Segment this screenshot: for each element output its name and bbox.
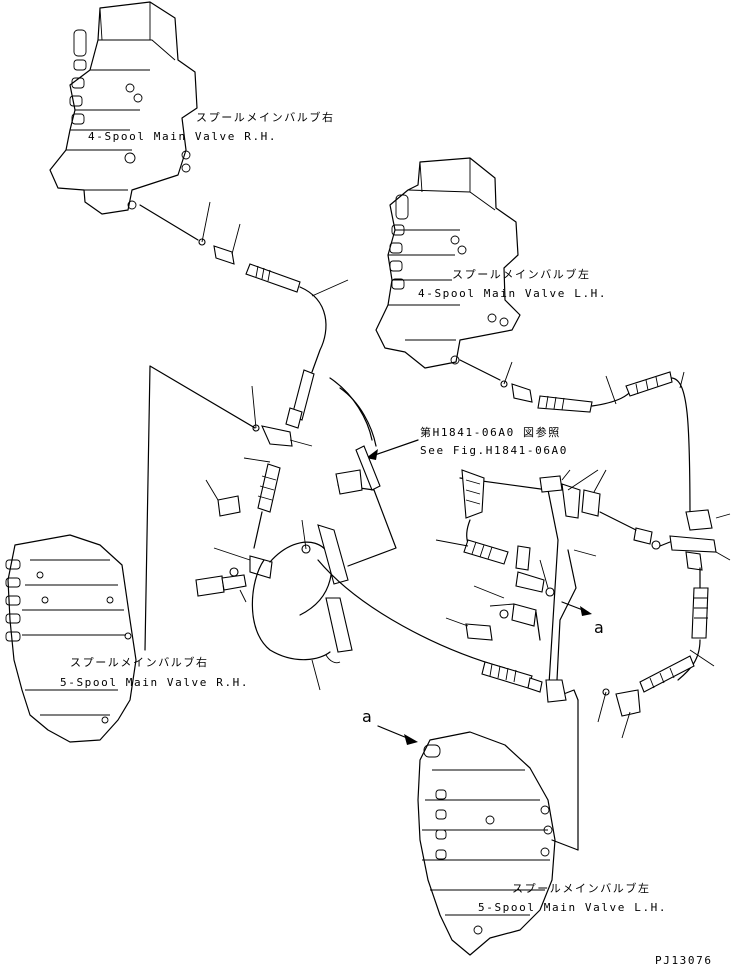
drawing-id: PJ13076 xyxy=(655,954,713,967)
reference-jp-label: 第H1841-06A0 図参照 xyxy=(420,425,561,439)
reference-en-label: See Fig.H1841-06A0 xyxy=(420,444,568,457)
marker-a-right: a xyxy=(594,618,604,637)
marker-a-right-arrow xyxy=(561,601,592,616)
valve-5-rh-en-label: 5-Spool Main Valve R.H. xyxy=(60,676,249,689)
marker-a-bottom-arrow xyxy=(377,725,418,745)
valve-4-lh-en-label: 4-Spool Main Valve L.H. xyxy=(418,287,607,300)
valve-4-spool-rh xyxy=(49,1,198,215)
valve-5-spool-rh xyxy=(5,534,137,743)
valve-4-rh-en-label: 4-Spool Main Valve R.H. xyxy=(88,130,277,143)
valve-5-lh-jp-label: スプールメインバルブ左 xyxy=(512,881,651,895)
valve-5-lh-en-label: 5-Spool Main Valve L.H. xyxy=(478,901,667,914)
valve-4-spool-lh xyxy=(375,157,521,369)
valve-4-rh-jp-label: スプールメインバルブ右 xyxy=(196,110,335,124)
valve-5-rh-jp-label: スプールメインバルブ右 xyxy=(70,655,209,669)
valve-5-spool-lh xyxy=(417,731,556,956)
piping xyxy=(139,201,731,851)
valve-4-lh-jp-label: スプールメインバルブ左 xyxy=(452,267,591,281)
marker-a-bottom: a xyxy=(362,707,372,726)
reference-arrow xyxy=(366,439,419,460)
